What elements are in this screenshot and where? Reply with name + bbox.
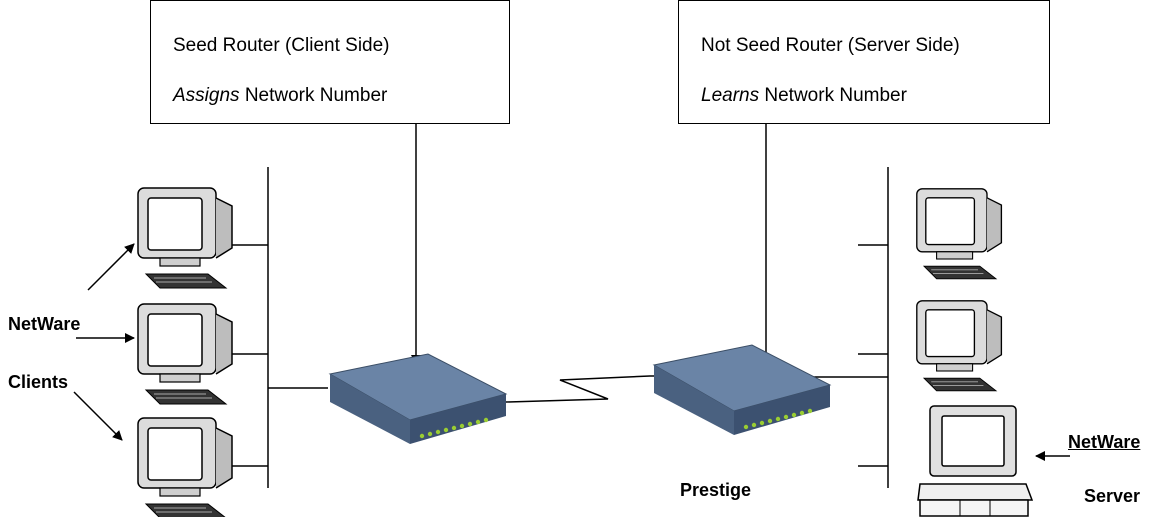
netware-clients-label-line1: NetWare	[8, 314, 81, 334]
prestige-label: Prestige	[680, 480, 752, 500]
non-seed-router-verb: Learns	[701, 85, 760, 106]
client-computer-icon	[137, 187, 233, 289]
seed-router-verb: Assigns	[173, 85, 240, 106]
non-seed-router-callout: Not Seed Router (Server Side) Learns Net…	[678, 0, 1050, 124]
non-seed-router-title: Not Seed Router (Server Side)	[701, 35, 960, 56]
computer-icon	[916, 188, 1003, 280]
netware-server-label-line2: Server	[1084, 486, 1141, 506]
client-computer-icon	[137, 417, 233, 517]
netware-server-label-line1: NetWare	[1068, 432, 1141, 452]
netware-clients-arrow-down	[73, 391, 123, 441]
prestige-router-icon	[653, 344, 831, 436]
non-seed-router-object: Network Number	[764, 85, 907, 106]
seed-router-title: Seed Router (Client Side)	[173, 35, 390, 56]
client-computer-icon	[137, 303, 233, 405]
seed-router-description: Assigns Network Number	[173, 85, 387, 107]
seed-router-callout: Seed Router (Client Side) Assigns Networ…	[150, 0, 510, 124]
seed-router-icon	[329, 353, 507, 445]
wan-link	[505, 375, 660, 403]
non-seed-router-description: Learns Network Number	[701, 85, 907, 107]
seed-router-object: Network Number	[244, 85, 388, 106]
computer-icon	[916, 300, 1003, 392]
netware-clients-label-line2: Clients	[8, 372, 69, 392]
netware-server-icon	[917, 405, 1034, 517]
netware-clients-arrow-up	[87, 243, 135, 291]
